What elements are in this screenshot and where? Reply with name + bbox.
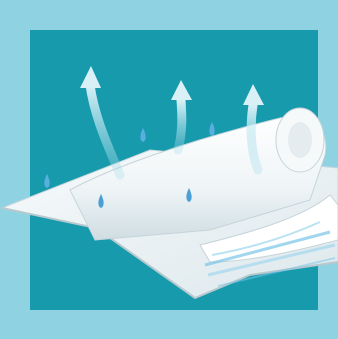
vapor-arrow-middle: [171, 80, 192, 150]
roll-core: [288, 122, 312, 158]
water-drop-1: [44, 174, 49, 188]
vapor-arrow-left: [80, 66, 120, 175]
water-drop-3: [209, 122, 214, 136]
water-drop-2: [140, 128, 145, 142]
